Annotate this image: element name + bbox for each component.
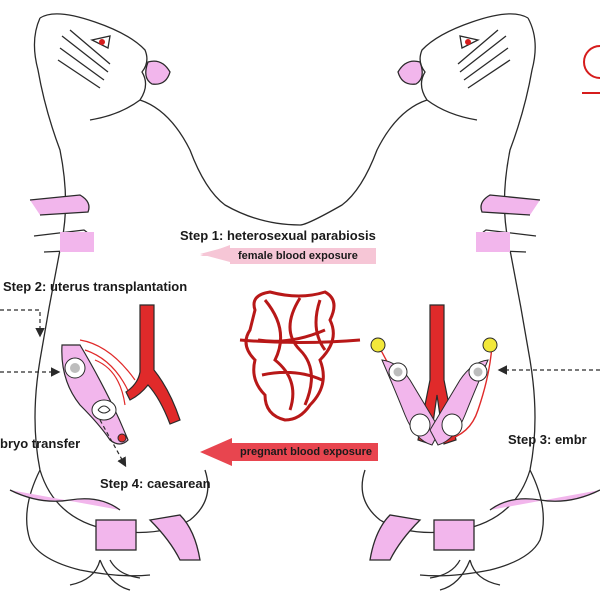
female-blood-label: female blood exposure [238,250,358,262]
vascular-network-icon [239,290,361,422]
embryo-transfer-label: bryo transfer [0,436,81,451]
step2-label: Step 2: uterus transplantation [3,279,188,294]
arrow-female-blood [200,245,376,267]
arrow-pregnant-blood [200,438,378,466]
dashed-arrows [0,309,600,468]
rat-right-icon [299,13,600,591]
donor-artery-icon [125,304,181,425]
logo-icon [582,45,600,94]
uterus-graft-icon [61,339,136,445]
step1-label: Step 1: heterosexual parabiosis [180,228,376,243]
pregnant-blood-label: pregnant blood exposure [240,446,373,458]
step3-label: Step 3: embr [508,432,587,447]
rat-left-icon [9,13,301,591]
step4-label: Step 4: caesarean [100,476,211,491]
donor-uterus-icon [370,304,498,446]
